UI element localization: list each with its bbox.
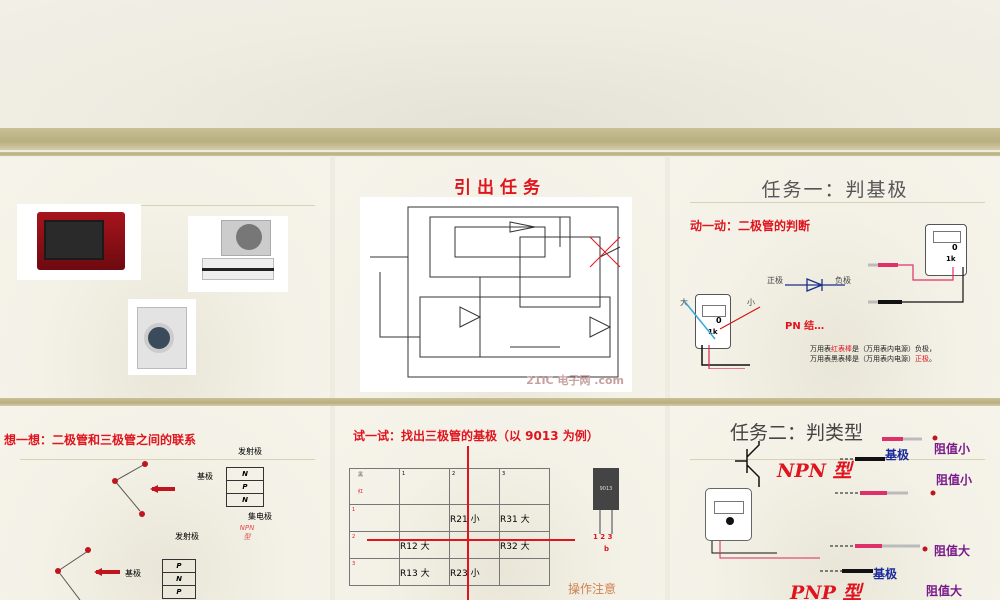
meter-zero: 0	[952, 243, 958, 252]
workspace-background	[0, 0, 1000, 128]
multimeter-icon: 0 1k	[925, 224, 967, 276]
resistance-big-label: 阻值大	[934, 544, 971, 558]
small-label: 小	[747, 298, 755, 307]
resistance-big-label: 阻值大	[926, 584, 963, 598]
probe-wires	[684, 301, 761, 369]
operation-notes-link[interactable]: 操作注意	[568, 582, 617, 596]
anode-label: 正极	[767, 276, 783, 285]
diode-symbol	[785, 278, 845, 292]
base-label: 基极	[125, 569, 141, 578]
pn-label: PN 结…	[785, 321, 825, 332]
meter-range: 1k	[946, 255, 956, 263]
slide-title: 试一试：找出三极管的基极（以 9013 为例）	[353, 429, 599, 443]
npn-label: NPN 型	[777, 460, 852, 482]
base-pin-label: b	[604, 545, 610, 553]
red-guide-vertical	[467, 446, 469, 600]
pnp-label: PNP 型	[790, 582, 862, 600]
row-divider	[0, 398, 1000, 406]
emitter-label: 发射极	[238, 447, 262, 456]
collector-label: 集电极	[248, 512, 272, 521]
washing-machine-image	[128, 299, 196, 375]
resistance-small-label: 阻值小	[934, 442, 971, 456]
npn-symbol	[735, 441, 760, 487]
transistor-leads	[599, 510, 613, 534]
transistor-9013: 9013	[593, 468, 619, 510]
slide-thumbnail-1[interactable]	[0, 157, 330, 398]
watermark: 21IC 电子网 .com	[526, 374, 624, 387]
multimeter-icon	[705, 488, 752, 541]
meter-zero: 0	[716, 316, 722, 325]
base-label: 基极	[873, 567, 898, 581]
base-label: 基极	[197, 472, 213, 481]
resistance-small-label: 阻值小	[936, 473, 973, 487]
npn-type-label: NPN 型	[239, 524, 255, 541]
pin-labels: 1 2 3	[593, 533, 613, 541]
divider-line	[0, 152, 1000, 156]
circuit-diagram: 21IC 电子网 .com	[360, 197, 632, 392]
slide-title: 想一想：二极管和三极管之间的联系	[4, 433, 197, 447]
air-conditioner-image	[188, 216, 288, 292]
big-label: 大	[680, 298, 688, 307]
slide-thumbnail-2[interactable]: 引出任务 21IC 电子网 .com	[335, 157, 665, 398]
slide-title: 任务二：判类型	[730, 422, 864, 444]
slide-title: 任务一：判基极	[761, 179, 909, 201]
slide-subtitle: 动一动：二极管的判断	[690, 219, 811, 233]
slide-thumbnail-6[interactable]: 任务二：判类型 NPN 型 基极 阻值小 阻值小 阻值大 阻值大 基极 PNP …	[670, 406, 1000, 600]
meter-range: 1k	[708, 328, 718, 336]
cathode-label: 负极	[835, 276, 851, 285]
divider-band	[0, 128, 1000, 150]
probes	[868, 263, 964, 304]
red-guide-horizontal	[367, 539, 575, 541]
emitter-label: 发射极	[175, 532, 199, 541]
multimeter-icon: 0 1k	[695, 294, 731, 349]
diode-pairs	[55, 461, 175, 600]
probe-diagram	[711, 435, 938, 573]
slide-title: 引出任务	[454, 178, 546, 198]
slide-thumbnail-3[interactable]: 任务一：判基极 动一动：二极管的判断 正极 负极 大 小 0 1k PN 结… …	[670, 157, 1000, 398]
microwave-image	[17, 204, 141, 280]
note-text: 万用表红表棒是（万用表内电源）负极， 万用表黑表棒是（万用表内电源）正极。	[810, 345, 936, 363]
base-label: 基极	[885, 448, 910, 462]
